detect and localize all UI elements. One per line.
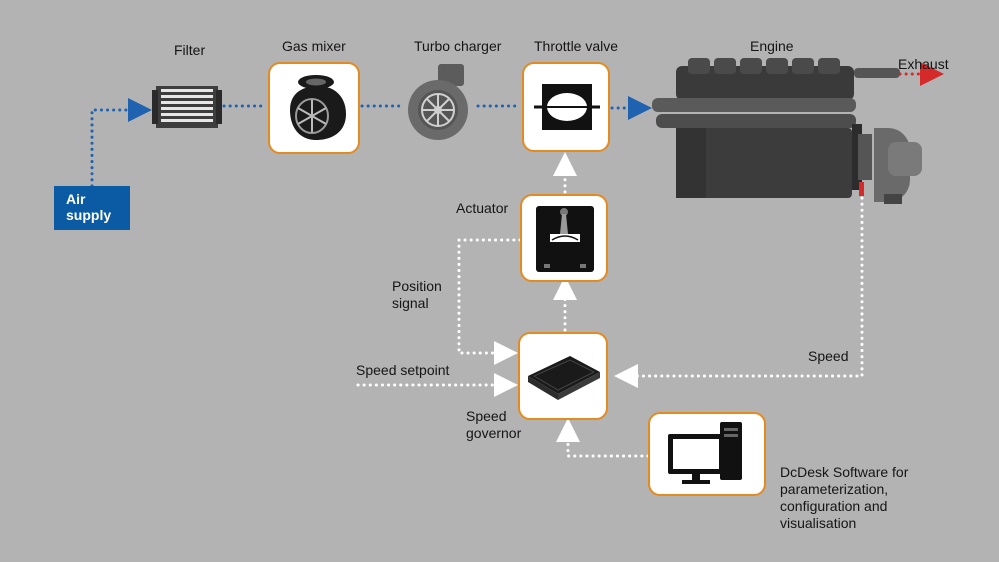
- actuator-icon: [536, 206, 594, 272]
- dcdesk-to-governor-line: [556, 418, 650, 458]
- filter-icon: [152, 86, 222, 128]
- computer-icon: [668, 422, 742, 484]
- position-signal-line-2: signal: [392, 295, 429, 311]
- dcdesk-label: DcDesk Software for parameterization, co…: [780, 464, 960, 532]
- actuator-label: Actuator: [456, 200, 509, 216]
- dcdesk-line-4: visualisation: [780, 515, 857, 531]
- speed-governor-icon: [528, 356, 600, 400]
- gas-mixer-box: [268, 62, 360, 154]
- position-signal-label: Position signal: [392, 278, 472, 312]
- position-signal-line-1: Position: [392, 278, 442, 294]
- air-supply-box: Air supply: [54, 186, 130, 230]
- air-supply-to-filter-line: [90, 98, 152, 188]
- engine-icon: [652, 58, 922, 204]
- actuator-box: [520, 194, 608, 282]
- speed-label: Speed: [808, 348, 849, 364]
- speed-governor-line-1: Speed: [466, 408, 507, 424]
- speed-feedback-line: [614, 196, 864, 388]
- exhaust-label: Exhaust: [898, 56, 949, 72]
- air-supply-label-line-2: supply: [66, 207, 112, 223]
- throttle-valve-label: Throttle valve: [534, 38, 619, 54]
- speed-governor-label: Speed governor: [466, 408, 546, 442]
- dcdesk-line-1: DcDesk Software for: [780, 464, 909, 480]
- turbo-charger-label: Turbo charger: [414, 38, 502, 54]
- dcdesk-line-3: configuration and: [780, 498, 888, 514]
- throttle-valve-icon: [534, 84, 600, 130]
- engine-label: Engine: [750, 38, 794, 54]
- throttle-valve-box: [522, 62, 610, 152]
- filter-label: Filter: [174, 42, 206, 58]
- air-supply-label-line-1: Air: [66, 191, 86, 207]
- turbo-charger-icon: [408, 64, 468, 140]
- position-signal-line: [457, 238, 522, 365]
- speed-governor-box: [518, 332, 608, 420]
- dcdesk-box: [648, 412, 766, 496]
- dcdesk-line-2: parameterization,: [780, 481, 889, 497]
- speed-setpoint-label: Speed setpoint: [356, 362, 450, 378]
- gas-mixer-label: Gas mixer: [282, 38, 346, 54]
- gas-mixer-icon: [290, 75, 346, 140]
- speed-governor-line-2: governor: [466, 425, 522, 441]
